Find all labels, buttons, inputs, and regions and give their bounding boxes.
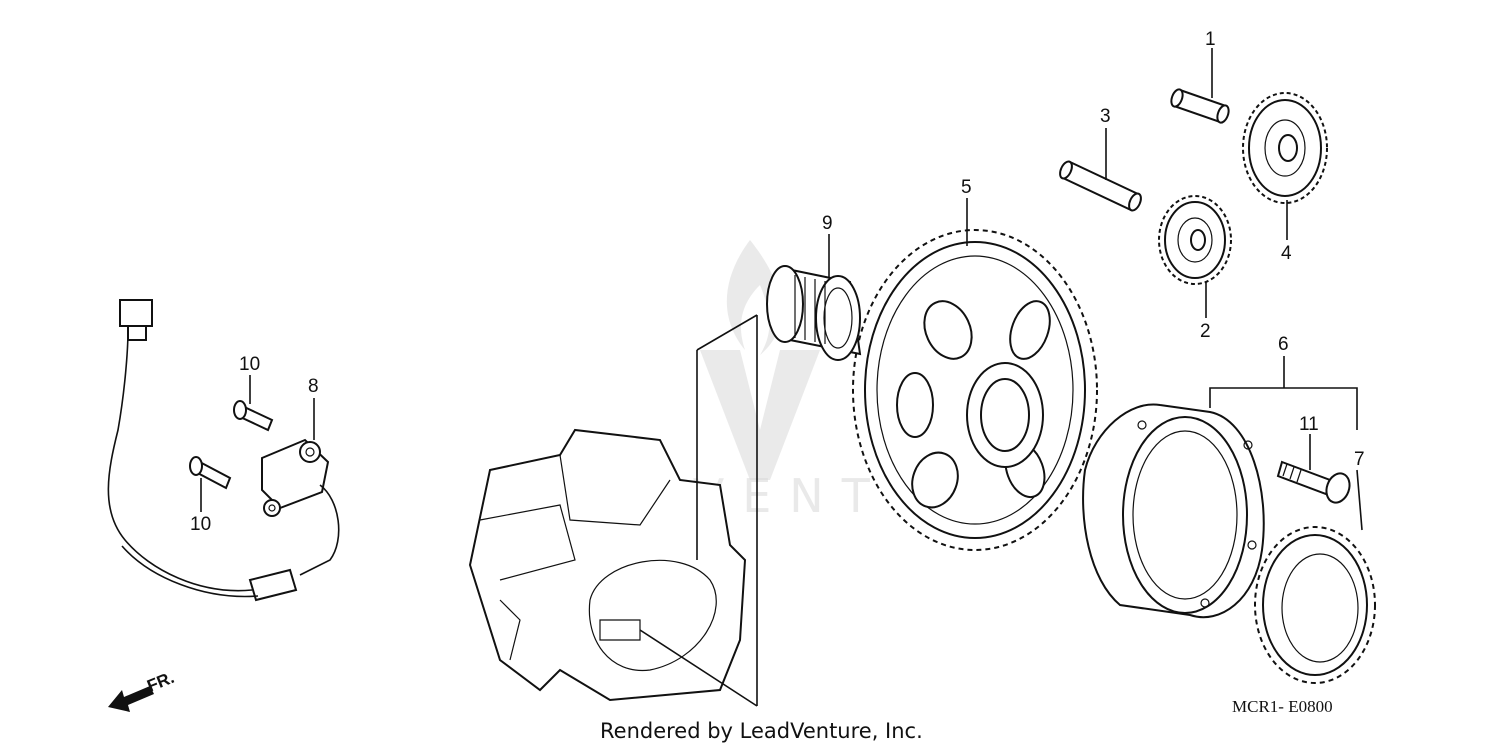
part-10-bolt-upper xyxy=(233,375,274,432)
callout-11: 11 xyxy=(1299,414,1319,435)
callout-7: 7 xyxy=(1354,449,1365,470)
part-7-one-way-clutch xyxy=(1254,469,1376,684)
callout-1: 1 xyxy=(1205,29,1216,50)
callout-labels: 1 3 5 9 4 2 6 10 8 11 7 10 xyxy=(190,29,1365,535)
engine-block xyxy=(468,314,758,707)
callout-10-upper: 10 xyxy=(239,354,260,375)
part-10-bolt-lower xyxy=(189,456,232,512)
part-4-gear xyxy=(1242,92,1328,240)
callout-8: 8 xyxy=(308,376,319,397)
part-8-pulse-generator xyxy=(107,299,340,602)
part-9-needle-bearing xyxy=(766,234,862,361)
front-arrow-icon xyxy=(108,686,154,712)
part-5-starter-driven-gear xyxy=(852,198,1098,551)
callout-5: 5 xyxy=(961,177,972,198)
callout-3: 3 xyxy=(1100,106,1111,127)
diagram-code: MCR1- E0800 xyxy=(1232,697,1333,716)
part-1-pin xyxy=(1170,48,1230,124)
part-3-pin xyxy=(1059,128,1142,212)
front-direction-label: FR. xyxy=(144,668,177,696)
part-2-gear xyxy=(1158,195,1232,318)
front-direction-indicator: FR. xyxy=(108,668,177,712)
credit-text: Rendered by LeadVenture, Inc. xyxy=(600,719,923,743)
callout-4: 4 xyxy=(1281,243,1292,264)
callout-10-lower: 10 xyxy=(190,514,211,535)
part-6-clutch-outer xyxy=(1082,356,1358,619)
part-11-bolt xyxy=(1276,434,1351,504)
callout-2: 2 xyxy=(1200,321,1211,342)
callout-6: 6 xyxy=(1278,334,1289,355)
callout-9: 9 xyxy=(822,213,833,234)
